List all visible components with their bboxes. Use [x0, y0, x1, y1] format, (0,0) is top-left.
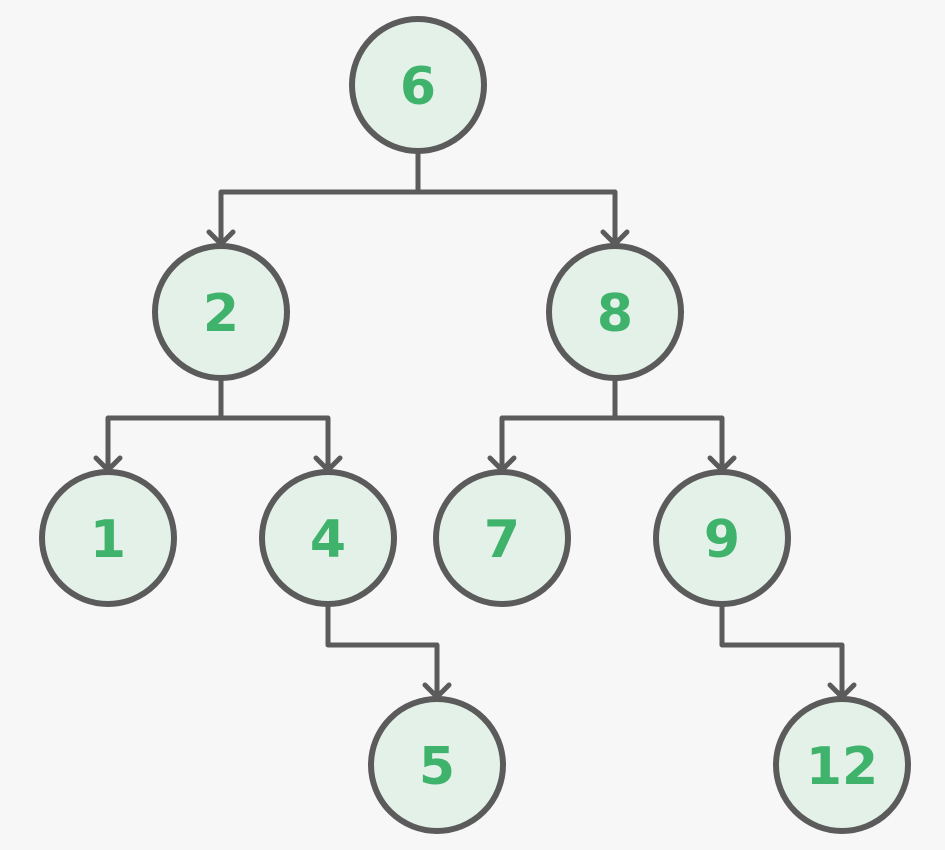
node-label: 1 — [90, 510, 126, 570]
tree-node-2: 2 — [152, 243, 290, 381]
edge-2-to-1 — [105, 375, 224, 473]
edge-6-to-2 — [218, 148, 421, 247]
edge-6-to-8 — [415, 148, 618, 247]
node-label: 7 — [484, 510, 520, 570]
edge-9-to-12 — [719, 601, 845, 700]
node-label: 9 — [704, 510, 740, 570]
node-circle — [773, 696, 911, 834]
node-label: 6 — [400, 57, 436, 117]
node-circle — [152, 243, 290, 381]
edge-8-to-9 — [612, 375, 725, 473]
tree-node-9: 9 — [653, 469, 791, 607]
node-circle — [546, 243, 684, 381]
node-circle — [433, 469, 571, 607]
tree-node-4: 4 — [259, 469, 397, 607]
tree-node-6: 6 — [349, 16, 487, 154]
node-circle — [259, 469, 397, 607]
edge-4-to-5 — [325, 601, 440, 700]
node-label: 2 — [203, 284, 239, 344]
tree-node-1: 1 — [39, 469, 177, 607]
edge-8-to-7 — [499, 375, 618, 473]
tree-node-8: 8 — [546, 243, 684, 381]
node-label: 4 — [310, 510, 346, 570]
edge-2-to-4 — [218, 375, 331, 473]
node-label: 12 — [806, 737, 878, 797]
tree-node-7: 7 — [433, 469, 571, 607]
tree-node-12: 12 — [773, 696, 911, 834]
node-label: 8 — [597, 284, 633, 344]
node-circle — [39, 469, 177, 607]
edges-layer — [93, 148, 857, 700]
tree-node-5: 5 — [368, 696, 506, 834]
node-circle — [368, 696, 506, 834]
node-circle — [349, 16, 487, 154]
node-circle — [653, 469, 791, 607]
node-label: 5 — [419, 737, 455, 797]
